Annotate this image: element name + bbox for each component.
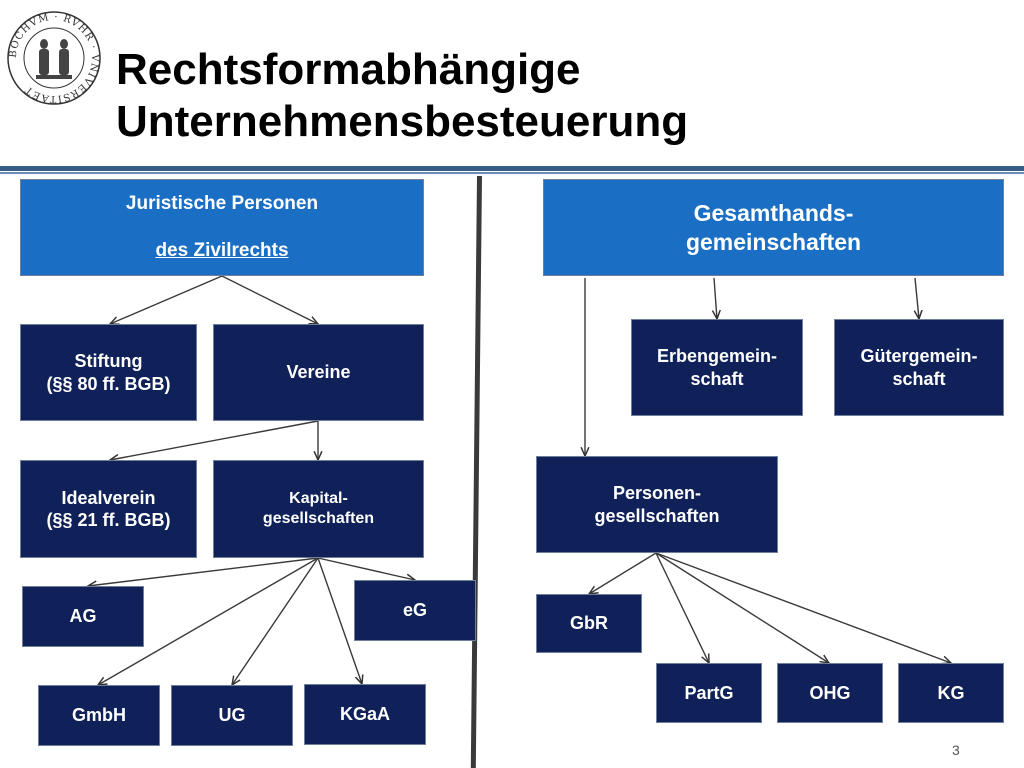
arrow-personen-ohg bbox=[655, 552, 829, 663]
arrow-gesamthand-erben bbox=[714, 277, 717, 319]
arrow-vereine-idealverein bbox=[110, 420, 319, 460]
gbr-label: GbR bbox=[570, 613, 608, 634]
box-kg: KG bbox=[898, 663, 1004, 723]
kg-label: KG bbox=[937, 682, 965, 703]
jurpers-line-1: Juristische Personen bbox=[125, 192, 319, 214]
ug-label: UG bbox=[218, 705, 246, 726]
arrow-kapital-ag bbox=[88, 557, 319, 586]
box-partg: PartG bbox=[656, 663, 762, 723]
ag-label: AG bbox=[69, 606, 97, 627]
box-guetergemeinschaft: Gütergemein- schaft bbox=[834, 319, 1004, 416]
ohg-label: OHG bbox=[809, 682, 851, 703]
partg-label: PartG bbox=[684, 682, 734, 703]
box-kgaa: KGaA bbox=[304, 684, 426, 745]
box-stiftung: Stiftung (§§ 80 ff. BGB) bbox=[20, 324, 197, 421]
box-kapitalgesellschaften: Kapital- gesellschaften bbox=[213, 460, 424, 558]
box-vereine: Vereine bbox=[213, 324, 424, 421]
title-rule-thin bbox=[0, 172, 1024, 174]
arrow-personen-kg bbox=[655, 552, 951, 663]
arrow-gesamthand-gueter bbox=[915, 277, 919, 319]
gmbh-label: GmbH bbox=[72, 705, 126, 726]
box-juristische-personen: Juristische Personen des Zivilrechts bbox=[20, 179, 424, 276]
idealverein-label: Idealverein (§§ 21 ff. BGB) bbox=[46, 487, 171, 531]
box-idealverein: Idealverein (§§ 21 ff. BGB) bbox=[20, 460, 197, 558]
title-rule bbox=[0, 166, 1024, 171]
box-erbengemeinschaft: Erbengemein- schaft bbox=[631, 319, 803, 416]
arrow-kapital-eg bbox=[317, 557, 415, 580]
box-gesamthandsgemeinschaften: Gesamthands- gemeinschaften bbox=[543, 179, 1004, 276]
university-seal-logo: BOCHVM · RVHR · VNIVERSITAET bbox=[7, 11, 101, 105]
personen-label: Personen- gesellschaften bbox=[594, 483, 720, 526]
title-line-2: Unternehmensbesteuerung bbox=[116, 97, 689, 146]
box-gbr: GbR bbox=[536, 594, 642, 653]
page-number: 3 bbox=[952, 742, 960, 758]
vereine-label: Vereine bbox=[286, 362, 351, 383]
arrow-jurpers-vereine bbox=[221, 275, 318, 324]
title-line-1: Rechtsformabhängige bbox=[116, 45, 581, 94]
box-ag: AG bbox=[22, 586, 144, 647]
slide-title: Rechtsformabhängige Unternehmensbesteuer… bbox=[116, 44, 688, 148]
jurpers-line-2: des Zivilrechts bbox=[155, 240, 289, 262]
box-personengesellschaften: Personen- gesellschaften bbox=[536, 456, 778, 553]
kgaa-label: KGaA bbox=[339, 704, 390, 725]
box-gmbh: GmbH bbox=[38, 685, 160, 746]
arrow-jurpers-stiftung bbox=[110, 275, 223, 324]
kapital-label: Kapital- gesellschaften bbox=[262, 490, 375, 527]
erben-label: Erbengemein- schaft bbox=[656, 346, 778, 389]
eg-label: eG bbox=[402, 600, 427, 621]
arrow-kapital-ug bbox=[232, 557, 319, 685]
stiftung-label: Stiftung (§§ 80 ff. BGB) bbox=[46, 351, 171, 394]
arrow-kapital-gmbh bbox=[98, 557, 319, 685]
gesamthand-label: Gesamthands- gemeinschaften bbox=[685, 199, 862, 255]
box-eg: eG bbox=[354, 580, 476, 641]
arrow-personen-gbr bbox=[589, 552, 657, 594]
arrow-personen-partg bbox=[655, 552, 709, 663]
box-ug: UG bbox=[171, 685, 293, 746]
arrow-kapital-kgaa bbox=[317, 557, 362, 684]
box-ohg: OHG bbox=[777, 663, 883, 723]
gueter-label: Gütergemein- schaft bbox=[860, 346, 978, 389]
